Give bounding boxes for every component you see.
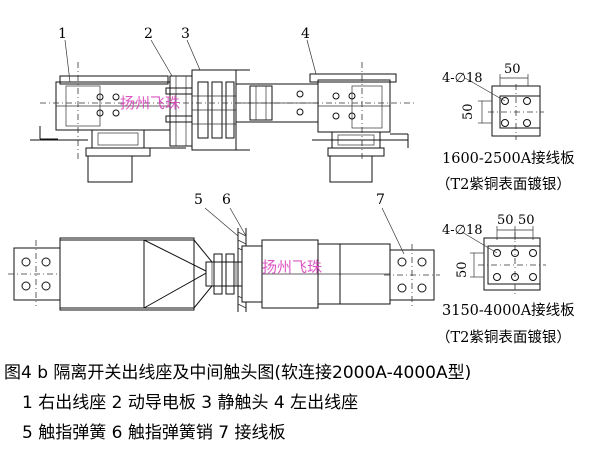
label-6: 6 [222,192,231,208]
label-5: 5 [194,192,203,208]
terminal-plate-small-drawing [464,74,544,140]
large-width-dim-b: 50 [518,213,535,228]
figure-caption: 图4 b 隔离开关出线座及中间触头图(软连接2000A-4000A型) [4,363,472,383]
small-material: （T2紫铜表面镀银） [436,176,571,193]
top-assembly-drawing [30,62,414,183]
terminal-plate-large-drawing [461,226,546,294]
large-material: （T2紫铜表面镀银） [436,329,571,346]
label-1: 1 [58,26,67,42]
large-height-dim: 50 [455,261,470,278]
moving-conductor-plate-drawing [165,75,197,147]
large-hole-dim: 4-∅18 [442,223,483,238]
left-outlet-seat-drawing [309,73,409,183]
large-width-dim-a: 50 [497,213,514,228]
bottom-assembly-drawing [8,228,440,312]
legend-line-2: 5 触指弹簧 6 触指弹簧销 7 接线板 [22,423,286,443]
small-hole-dim: 4-∅18 [442,71,483,86]
watermark-top: 扬州飞珠 [120,94,180,112]
right-outlet-seat-drawing [30,75,186,183]
watermark-bottom: 扬州飞珠 [262,258,322,276]
static-contact-drawing [191,69,250,151]
large-title: 3150-4000A接线板 [442,301,575,319]
legend-line-1: 1 右出线座 2 动导电板 3 静触头 4 左出线座 [22,393,359,413]
small-title: 1600-2500A接线板 [442,149,575,167]
small-height-dim: 50 [461,103,476,120]
label-7: 7 [376,192,385,208]
small-width-dim: 50 [504,62,521,77]
label-2: 2 [144,26,153,42]
label-4: 4 [301,26,310,42]
label-3: 3 [181,26,190,42]
